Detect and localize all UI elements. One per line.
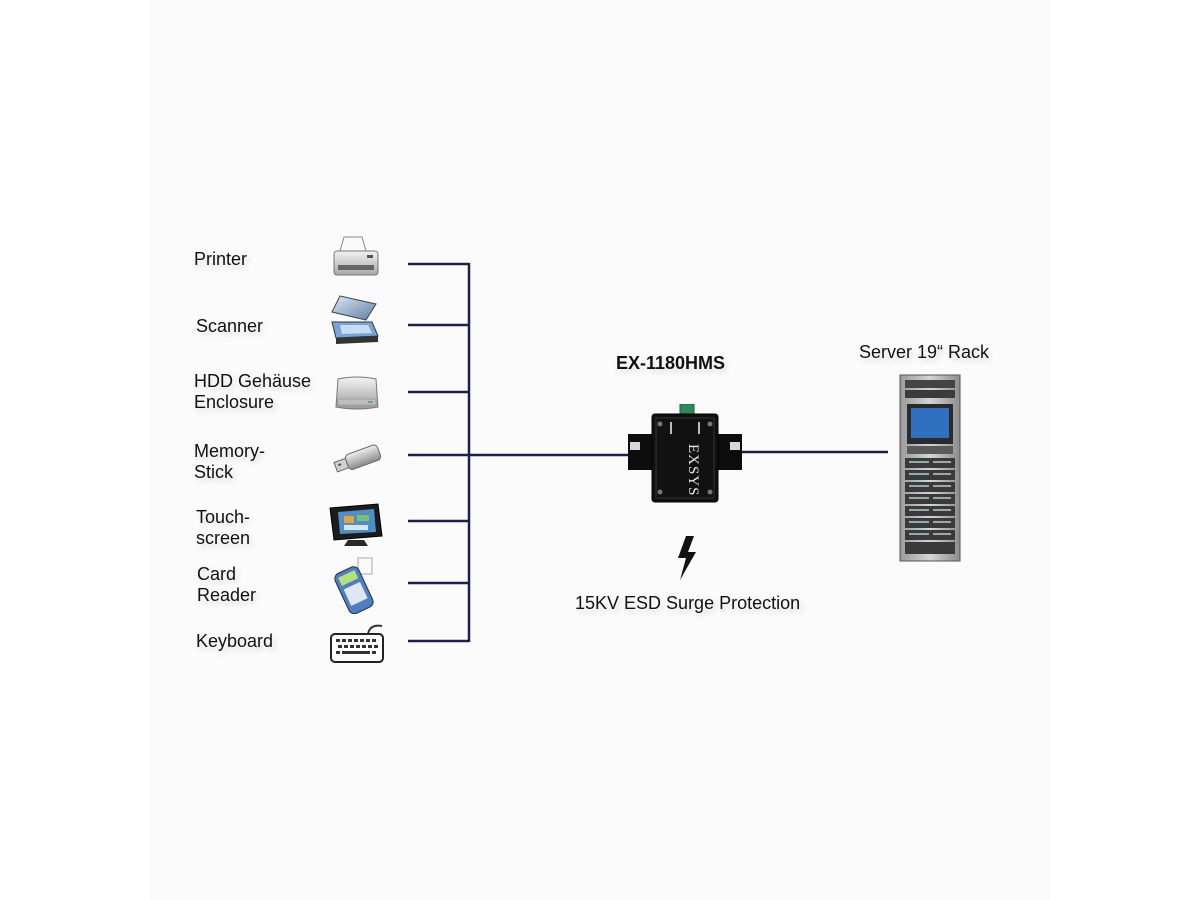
label-hdd-enclosure: HDD Gehäuse Enclosure [194,371,312,412]
usb-isolator-device-icon: EXSYS [628,404,742,503]
label-scanner: Scanner [196,316,264,336]
card-reader-icon [334,557,374,614]
hub-title: EX-1180HMS [616,353,726,373]
printer-icon [333,236,379,276]
label-memory-stick: Memory- Stick [194,441,265,482]
keyboard-icon [330,624,384,663]
protection-label: 15KV ESD Surge Protection [575,593,801,613]
server-rack-icon [899,374,961,562]
label-printer: Printer [194,249,248,269]
touchscreen-icon [329,503,383,546]
scanner-icon [331,295,379,344]
label-card-reader: Card Reader [197,564,257,605]
server-label: Server 19“ Rack [859,342,990,362]
lightning-bolt-icon [678,536,696,580]
usb-stick-icon [333,444,382,473]
hub-logo-text: EXSYS [685,444,701,497]
label-touchscreen: Touch- screen [196,507,251,548]
label-keyboard: Keyboard [196,631,274,651]
hdd-enclosure-icon [335,376,379,410]
